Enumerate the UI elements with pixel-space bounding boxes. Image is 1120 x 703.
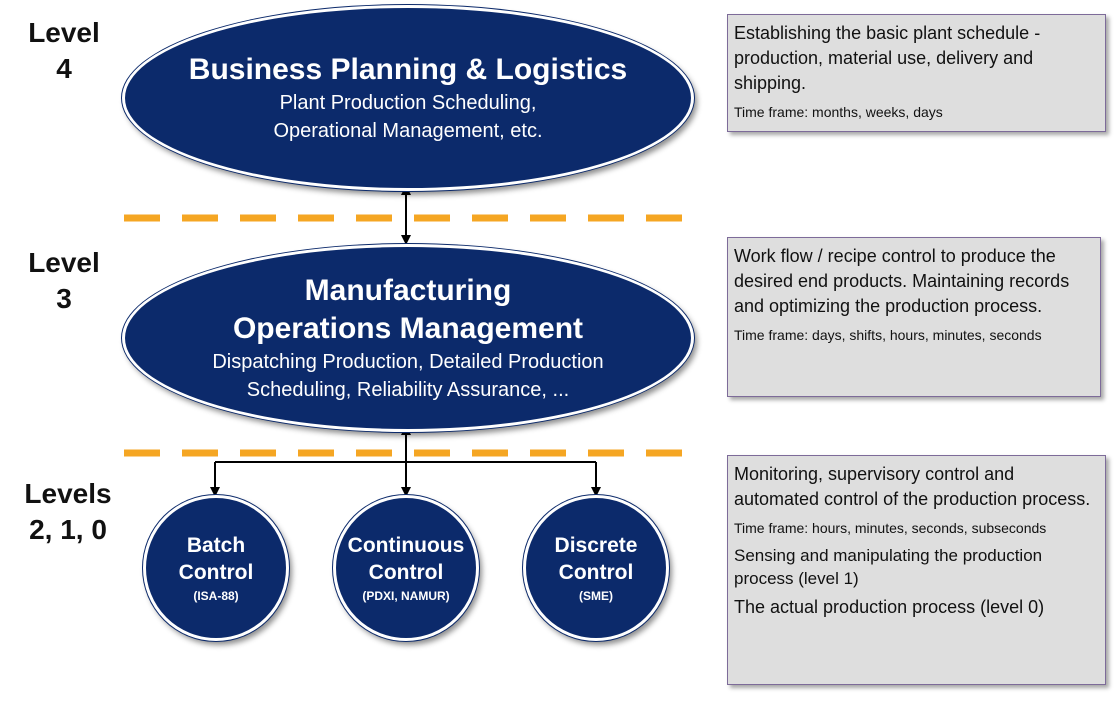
level-4-timeframe: Time frame: months, weeks, days	[734, 104, 943, 120]
discrete-control-name1: Discrete	[554, 534, 638, 557]
level-2-timeframe: Time frame: hours, minutes, seconds, sub…	[734, 520, 1047, 536]
continuous-control-standard: (PDXI, NAMUR)	[362, 589, 450, 603]
continuous-control-node: Continuous Control (PDXI, NAMUR)	[333, 495, 479, 641]
manufacturing-operations-node: Manufacturing Operations Management Disp…	[122, 244, 694, 432]
level-3-number: 3	[56, 283, 72, 314]
discrete-control-standard: (SME)	[579, 589, 613, 603]
discrete-control-node: Discrete Control (SME)	[523, 495, 669, 641]
manufacturing-sub2: Scheduling, Reliability Assurance, ...	[246, 379, 570, 401]
level-3-description-box: Work flow / recipe control to produce th…	[727, 237, 1101, 397]
continuous-control-name2: Control	[368, 561, 444, 584]
level-4-label: Level 4	[14, 15, 114, 87]
business-planning-sub1: Plant Production Scheduling,	[279, 92, 537, 114]
level-3-description: Work flow / recipe control to produce th…	[734, 246, 1070, 316]
level-3-label: Level 3	[14, 245, 114, 317]
manufacturing-sub1: Dispatching Production, Detailed Product…	[212, 351, 604, 373]
discrete-control-name2: Control	[558, 561, 634, 584]
continuous-control-name1: Continuous	[347, 534, 465, 557]
business-planning-sub2: Operational Management, etc.	[273, 120, 543, 142]
business-planning-title: Business Planning & Logistics	[188, 53, 628, 86]
level-0-description: The actual production process (level 0)	[734, 597, 1045, 617]
level-1-description: Sensing and manipulating the production …	[734, 546, 1043, 588]
level-4-description-box: Establishing the basic plant schedule - …	[727, 14, 1106, 132]
level-2-description: Monitoring, supervisory control and auto…	[734, 464, 1091, 509]
levels-2-1-0-label: Levels 2, 1, 0	[10, 476, 126, 548]
batch-control-node: Batch Control (ISA-88)	[143, 495, 289, 641]
level-4-number: 4	[56, 53, 72, 84]
manufacturing-title-line1: Manufacturing	[304, 274, 512, 307]
level-4-word: Level	[28, 17, 100, 48]
business-planning-node: Business Planning & Logistics Plant Prod…	[122, 5, 694, 191]
level-2-1-0-description-box: Monitoring, supervisory control and auto…	[727, 455, 1106, 685]
level-3-timeframe: Time frame: days, shifts, hours, minutes…	[734, 327, 1042, 343]
manufacturing-title-line2: Operations Management	[232, 312, 584, 345]
batch-control-name1: Batch	[186, 534, 246, 557]
batch-control-name2: Control	[178, 561, 254, 584]
levels-2-1-0-numbers: 2, 1, 0	[29, 514, 107, 545]
levels-2-1-0-word: Levels	[24, 478, 112, 509]
level-4-description: Establishing the basic plant schedule - …	[734, 23, 1041, 93]
level-3-word: Level	[28, 247, 100, 278]
batch-control-standard: (ISA-88)	[193, 589, 239, 603]
